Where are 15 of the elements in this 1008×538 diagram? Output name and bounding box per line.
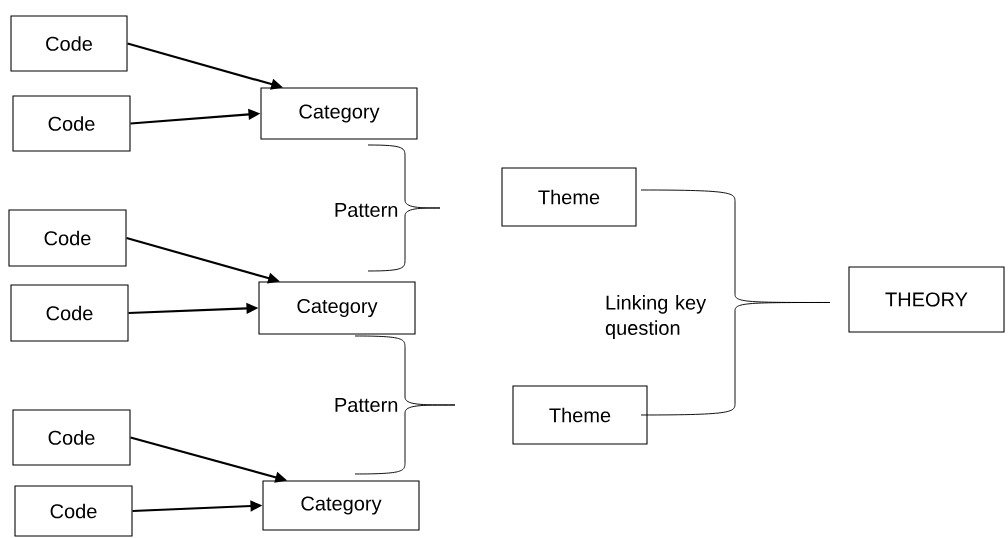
text-box: THEORY [848,266,1005,333]
text-box: Code [12,95,131,152]
label-text: Linking key question [605,295,707,339]
text-box: Code [14,485,133,537]
text-box: Theme [512,385,648,445]
label-text: Pattern [335,203,398,217]
text-box: Code [8,209,127,267]
text-box: Category [262,480,420,531]
label-text: Pattern [335,398,398,412]
text-box: Code [12,409,131,466]
text-box: Code [10,284,129,342]
text-box: Theme [501,167,637,227]
text-box: Category [258,281,416,335]
text-box: Category [260,87,418,140]
text-box: Code [10,15,128,72]
